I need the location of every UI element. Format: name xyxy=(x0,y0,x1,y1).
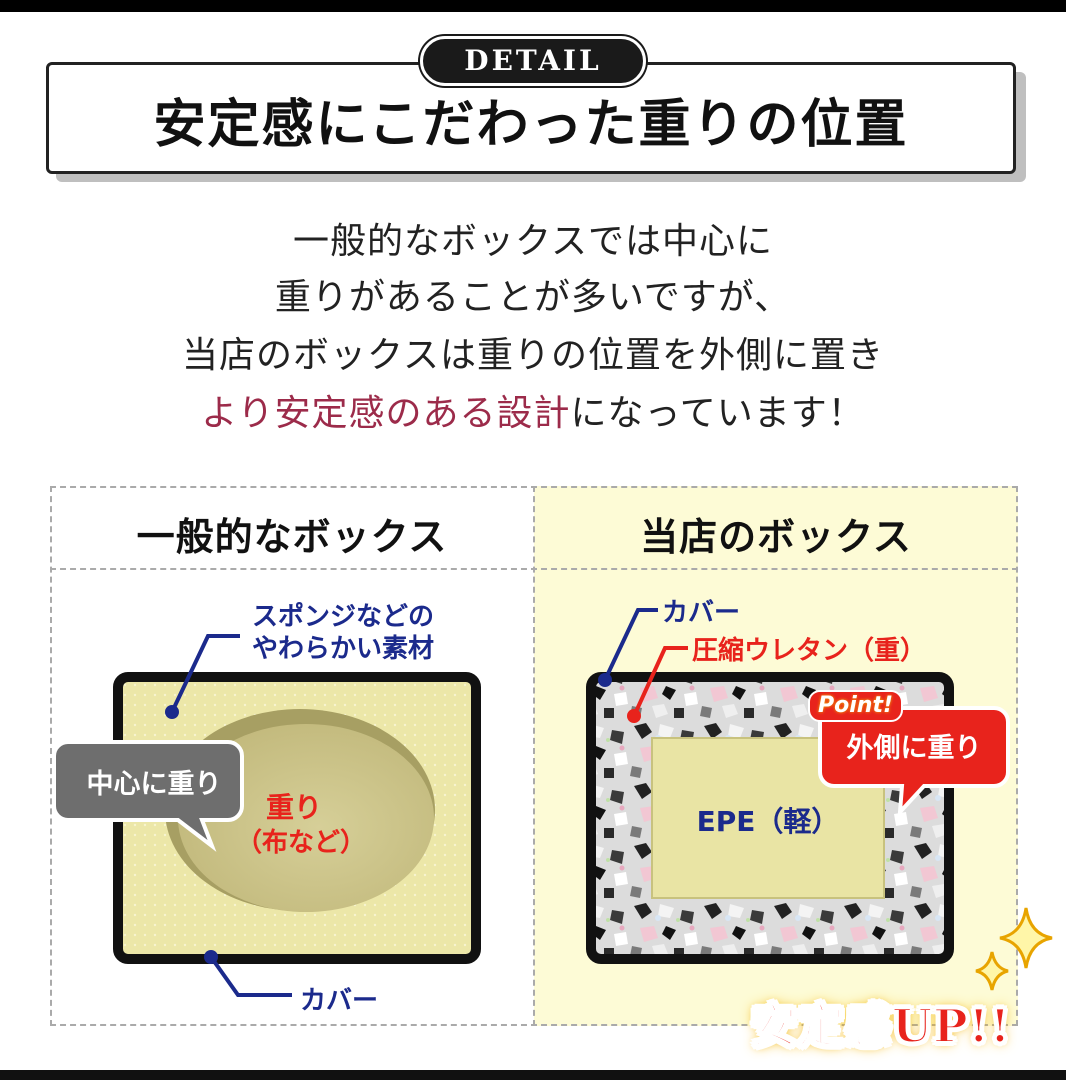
standard-box-heading: 一般的なボックス xyxy=(136,515,448,559)
stability-up-stamp: 安定感UP!! xyxy=(750,998,1012,1054)
sparkle-small-icon xyxy=(975,951,1009,991)
description-line-2: 重りがあることが多いですが、 xyxy=(274,277,792,318)
epe-core-label: EPE（軽） xyxy=(696,805,840,838)
top-border xyxy=(0,0,1066,12)
cover-label-left: カバー xyxy=(300,986,379,1016)
material-leader xyxy=(170,634,240,713)
cover-label-right: カバー xyxy=(662,598,741,628)
description-line-1: 一般的なボックスでは中心に xyxy=(293,221,773,262)
page-title: 安定感にこだわった重りの位置 xyxy=(153,95,909,155)
weight-label-line-1: 重り xyxy=(266,791,323,824)
sparkle-large-icon xyxy=(999,907,1053,969)
bottom-border xyxy=(0,1070,1066,1080)
urethane-leader xyxy=(632,646,688,717)
weight-label-line-2: （布など） xyxy=(236,828,367,858)
cover-leader-left xyxy=(209,955,292,997)
point-tag: Point! xyxy=(808,690,903,722)
material-label-line-2: やわらかい素材 xyxy=(252,634,435,664)
detail-badge: DETAIL xyxy=(420,36,646,86)
comparison-header-divider xyxy=(50,568,1018,570)
our-box-heading: 当店のボックス xyxy=(640,515,912,559)
center-weight-bubble-text: 中心に重り xyxy=(86,769,222,800)
description-highlight: より安定感のある設計 xyxy=(201,393,571,434)
material-label-line-1: スポンジなどの xyxy=(252,602,435,632)
description-line-4-rest: になっています！ xyxy=(570,393,865,434)
description-line-3: 当店のボックスは重りの位置を外側に置き xyxy=(182,335,884,376)
description-line-4: より安定感のある設計になっています！ xyxy=(0,384,1066,436)
urethane-label: 圧縮ウレタン（重） xyxy=(692,636,927,666)
cover-leader-right xyxy=(603,608,658,681)
center-weight-bubble xyxy=(52,740,244,852)
comparison-divider xyxy=(533,486,535,1026)
outside-weight-bubble-text: 外側に重り xyxy=(846,733,982,764)
